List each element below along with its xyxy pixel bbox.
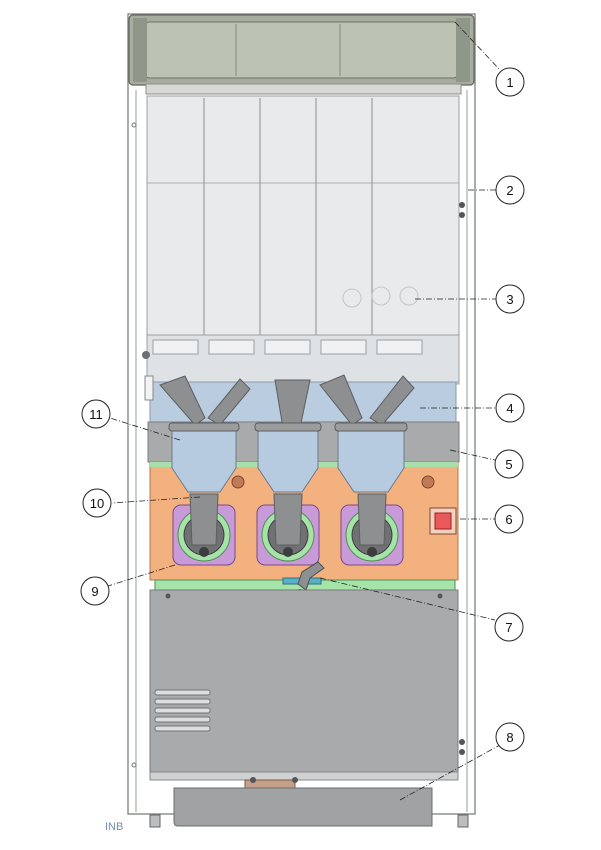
svg-text:5: 5 <box>505 457 512 472</box>
drip-tray <box>149 771 469 828</box>
callout-11: 11 <box>81 399 111 429</box>
lower-panel <box>149 202 465 773</box>
callouts: 1 2 3 4 5 6 7 8 9 10 11 <box>80 67 525 752</box>
mixer-unit-1 <box>159 375 251 566</box>
callout-2: 2 <box>495 175 525 205</box>
callout-10: 10 <box>82 488 112 518</box>
svg-text:3: 3 <box>506 292 513 307</box>
callout-8: 8 <box>495 722 525 752</box>
mixer-unit-3 <box>319 374 415 566</box>
svg-text:2: 2 <box>506 183 513 198</box>
callout-3: 3 <box>495 284 525 314</box>
mixer-unit-2 <box>254 379 322 566</box>
watermark-label: INB <box>105 821 123 833</box>
callout-5: 5 <box>494 449 524 479</box>
svg-text:9: 9 <box>91 584 98 599</box>
svg-text:11: 11 <box>89 407 103 422</box>
ingredient-canisters <box>142 95 460 385</box>
callout-9: 9 <box>80 576 110 606</box>
callout-6: 6 <box>494 504 524 534</box>
svg-text:10: 10 <box>90 496 104 511</box>
leader-lines <box>107 21 501 801</box>
svg-text:1: 1 <box>506 75 513 90</box>
svg-text:7: 7 <box>505 620 512 635</box>
top-lid <box>128 14 475 95</box>
svg-text:4: 4 <box>506 401 513 416</box>
svg-text:6: 6 <box>505 512 512 527</box>
callout-1: 1 <box>495 67 525 97</box>
svg-text:8: 8 <box>506 730 513 745</box>
callout-7: 7 <box>494 612 524 642</box>
power-switch <box>429 507 457 535</box>
callout-4: 4 <box>495 393 525 423</box>
